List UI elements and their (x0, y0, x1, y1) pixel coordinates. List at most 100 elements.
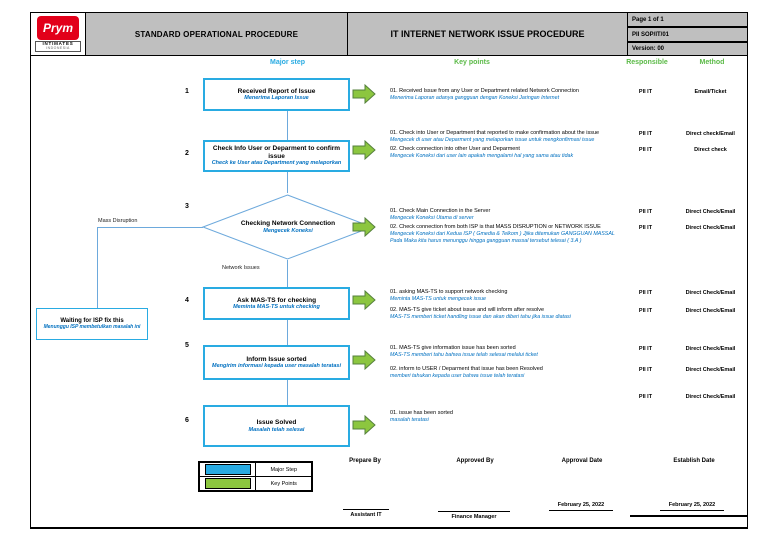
responsible-value: PII IT (638, 346, 653, 352)
prepare-by-name: Assistant IT (343, 509, 389, 518)
legend-label-major-step: Major Step (270, 466, 298, 473)
column-header-key-points: Key points (454, 59, 490, 66)
key-point-en: 02. inform to USER / Deparment that issu… (390, 366, 543, 372)
page-number: Page 1 of 1 (632, 16, 664, 23)
key-point-id: MAS-TS memberi tahu bahwa issue telah se… (390, 352, 538, 359)
version-cell: Version: 00 (627, 42, 748, 56)
step-number-4: 4 (185, 297, 189, 304)
step2-subtitle: Check ke User atau Department yang melap… (211, 160, 342, 167)
prepare-by-label: Prepare By (349, 458, 381, 464)
method-value: Direct Check/Email (685, 394, 736, 400)
logo-cell: Prym INTIMATES INDONESIA (30, 12, 86, 56)
step-number-3: 3 (185, 203, 189, 210)
key-point-row: 01. MAS-TS give information issue has be… (390, 345, 624, 359)
step3-title: Checking Network Connection (240, 220, 336, 228)
flow-box-step6: Issue Solved Masalah telah selesai (203, 405, 350, 447)
key-point-id: Mengecek di user atau Deparment yang mel… (390, 137, 595, 144)
method-value: Direct Check/Email (685, 225, 736, 231)
key-point-id: MAS-TS memberi ticket handling issue dan… (390, 314, 571, 321)
responsible-value: PII IT (638, 89, 653, 95)
key-point-row: 02. Check connection from both ISP is th… (390, 224, 624, 245)
step6-subtitle: Masalah telah selesai (248, 426, 305, 433)
legend-row-major-step: Major Step (200, 463, 311, 476)
method-value: Direct check (694, 147, 727, 153)
establish-date-value: February 25, 2022 (660, 502, 724, 511)
approved-by-label: Approved By (456, 458, 494, 464)
responsible-value: PII IT (638, 147, 653, 153)
key-point-en: 01. Check Main Connection in the Server (390, 208, 491, 214)
key-point-en: 01. Received Issue from any User or Depa… (390, 88, 579, 94)
key-point-en: 01. asking MAS-TS to support network che… (390, 289, 508, 295)
connector-1-2 (287, 111, 288, 140)
key-point-row: 01. Check into User or Department that r… (390, 130, 624, 144)
method-value: Direct check/Email (686, 131, 735, 137)
step4-subtitle: Meminta MAS-TS untuk checking (233, 304, 320, 311)
decision-diamond (201, 194, 374, 260)
key-point-en: 01. Check into User or Department that r… (390, 130, 600, 136)
connector-2-3 (287, 172, 288, 193)
approved-by-name: Finance Manager (438, 511, 510, 520)
arrow-icon-step1 (352, 84, 376, 104)
legend-row-key-points: Key Points (200, 476, 311, 490)
branch-label-network-issues: Network Issues (222, 265, 260, 271)
branch-mass-disruption-hline (97, 227, 203, 228)
step3-subtitle: Mengecek Koneksi (263, 227, 313, 234)
step1-title: Received Report of Issue (237, 87, 316, 95)
key-point-id: Mengecek Koneksi Utama di server (390, 215, 474, 222)
key-point-id: Menerima Laporan adanya gangguan dengan … (390, 95, 560, 102)
step5-title: Inform Issue sorted (246, 355, 307, 363)
connector-3-4 (287, 260, 288, 287)
step-number-5: 5 (185, 342, 189, 349)
key-point-row: 02. MAS-TS give ticket about issue and w… (390, 307, 624, 321)
responsible-value: PII IT (638, 394, 653, 400)
key-point-row: 01. issue has been sorted masalah terata… (390, 410, 624, 424)
step5-subtitle: Mengirim informasi kepada user masalah t… (212, 363, 341, 370)
key-point-id: Mengecek Koneksi dari Kedua ISP ( Gmedia… (390, 231, 615, 245)
key-point-en: 02. Check connection from both ISP is th… (390, 224, 601, 230)
key-point-row: 01. Received Issue from any User or Depa… (390, 88, 624, 102)
flow-box-step2: Check Info User or Deparment to confirm … (203, 140, 350, 172)
flow-box-step4: Ask MAS-TS for checking Meminta MAS-TS u… (203, 287, 350, 320)
connector-4-5 (287, 320, 288, 345)
branch-mass-disruption-vline (97, 227, 98, 308)
responsible-value: PII IT (638, 131, 653, 137)
logo-sub2: INDONESIA (46, 46, 70, 51)
legend-swatch-cell (200, 463, 257, 476)
logo-subtext: INTIMATES INDONESIA (35, 41, 81, 52)
establish-date-rule (630, 515, 748, 517)
arrow-icon-step6 (352, 415, 376, 435)
waiting-box-title: Waiting for ISP fix this (60, 317, 124, 324)
method-value: Email/Ticket (694, 89, 727, 95)
method-value: Direct Check/Email (685, 367, 736, 373)
legend: Major Step Key Points (198, 461, 313, 492)
step6-title: Issue Solved (256, 419, 297, 427)
key-point-en: 02. MAS-TS give ticket about issue and w… (390, 307, 545, 313)
doc-type-title: STANDARD OPERATIONAL PROCEDURE (134, 29, 299, 39)
flow-box-step5: Inform Issue sorted Mengirim informasi k… (203, 345, 350, 380)
responsible-value: PII IT (638, 209, 653, 215)
doc-type-cell: STANDARD OPERATIONAL PROCEDURE (85, 12, 348, 56)
major-step-swatch (204, 464, 251, 475)
key-point-en: 01. MAS-TS give information issue has be… (390, 345, 516, 351)
method-value: Direct Check/Email (685, 209, 736, 215)
approval-date-label: Approval Date (561, 458, 603, 464)
decision-diamond-text: Checking Network Connection Mengecek Kon… (238, 208, 338, 246)
flow-box-step1: Received Report of Issue Menerima Lapora… (203, 78, 350, 111)
responsible-value: PII IT (638, 308, 653, 314)
logo-brand-text: Prym (42, 21, 74, 36)
arrow-icon-step3 (352, 217, 376, 237)
doc-code: PII SOP/IT/01 (632, 31, 670, 38)
method-value: Direct Check/Email (685, 308, 736, 314)
page-title: IT INTERNET NETWORK ISSUE PROCEDURE (390, 29, 585, 39)
step-number-1: 1 (185, 88, 189, 95)
key-point-row: 02. Check connection into other User and… (390, 146, 624, 160)
arrow-icon-step4 (352, 290, 376, 310)
key-point-id: memberi tahukan kepada user bahwa issue … (390, 373, 525, 380)
doc-title-cell: IT INTERNET NETWORK ISSUE PROCEDURE (347, 12, 628, 56)
logo-sub1: INTIMATES (42, 41, 74, 47)
page-number-cell: Page 1 of 1 (627, 12, 748, 27)
responsible-value: PII IT (638, 367, 653, 373)
key-point-id: masalah teratasi (390, 417, 429, 424)
connector-5-6 (287, 380, 288, 405)
